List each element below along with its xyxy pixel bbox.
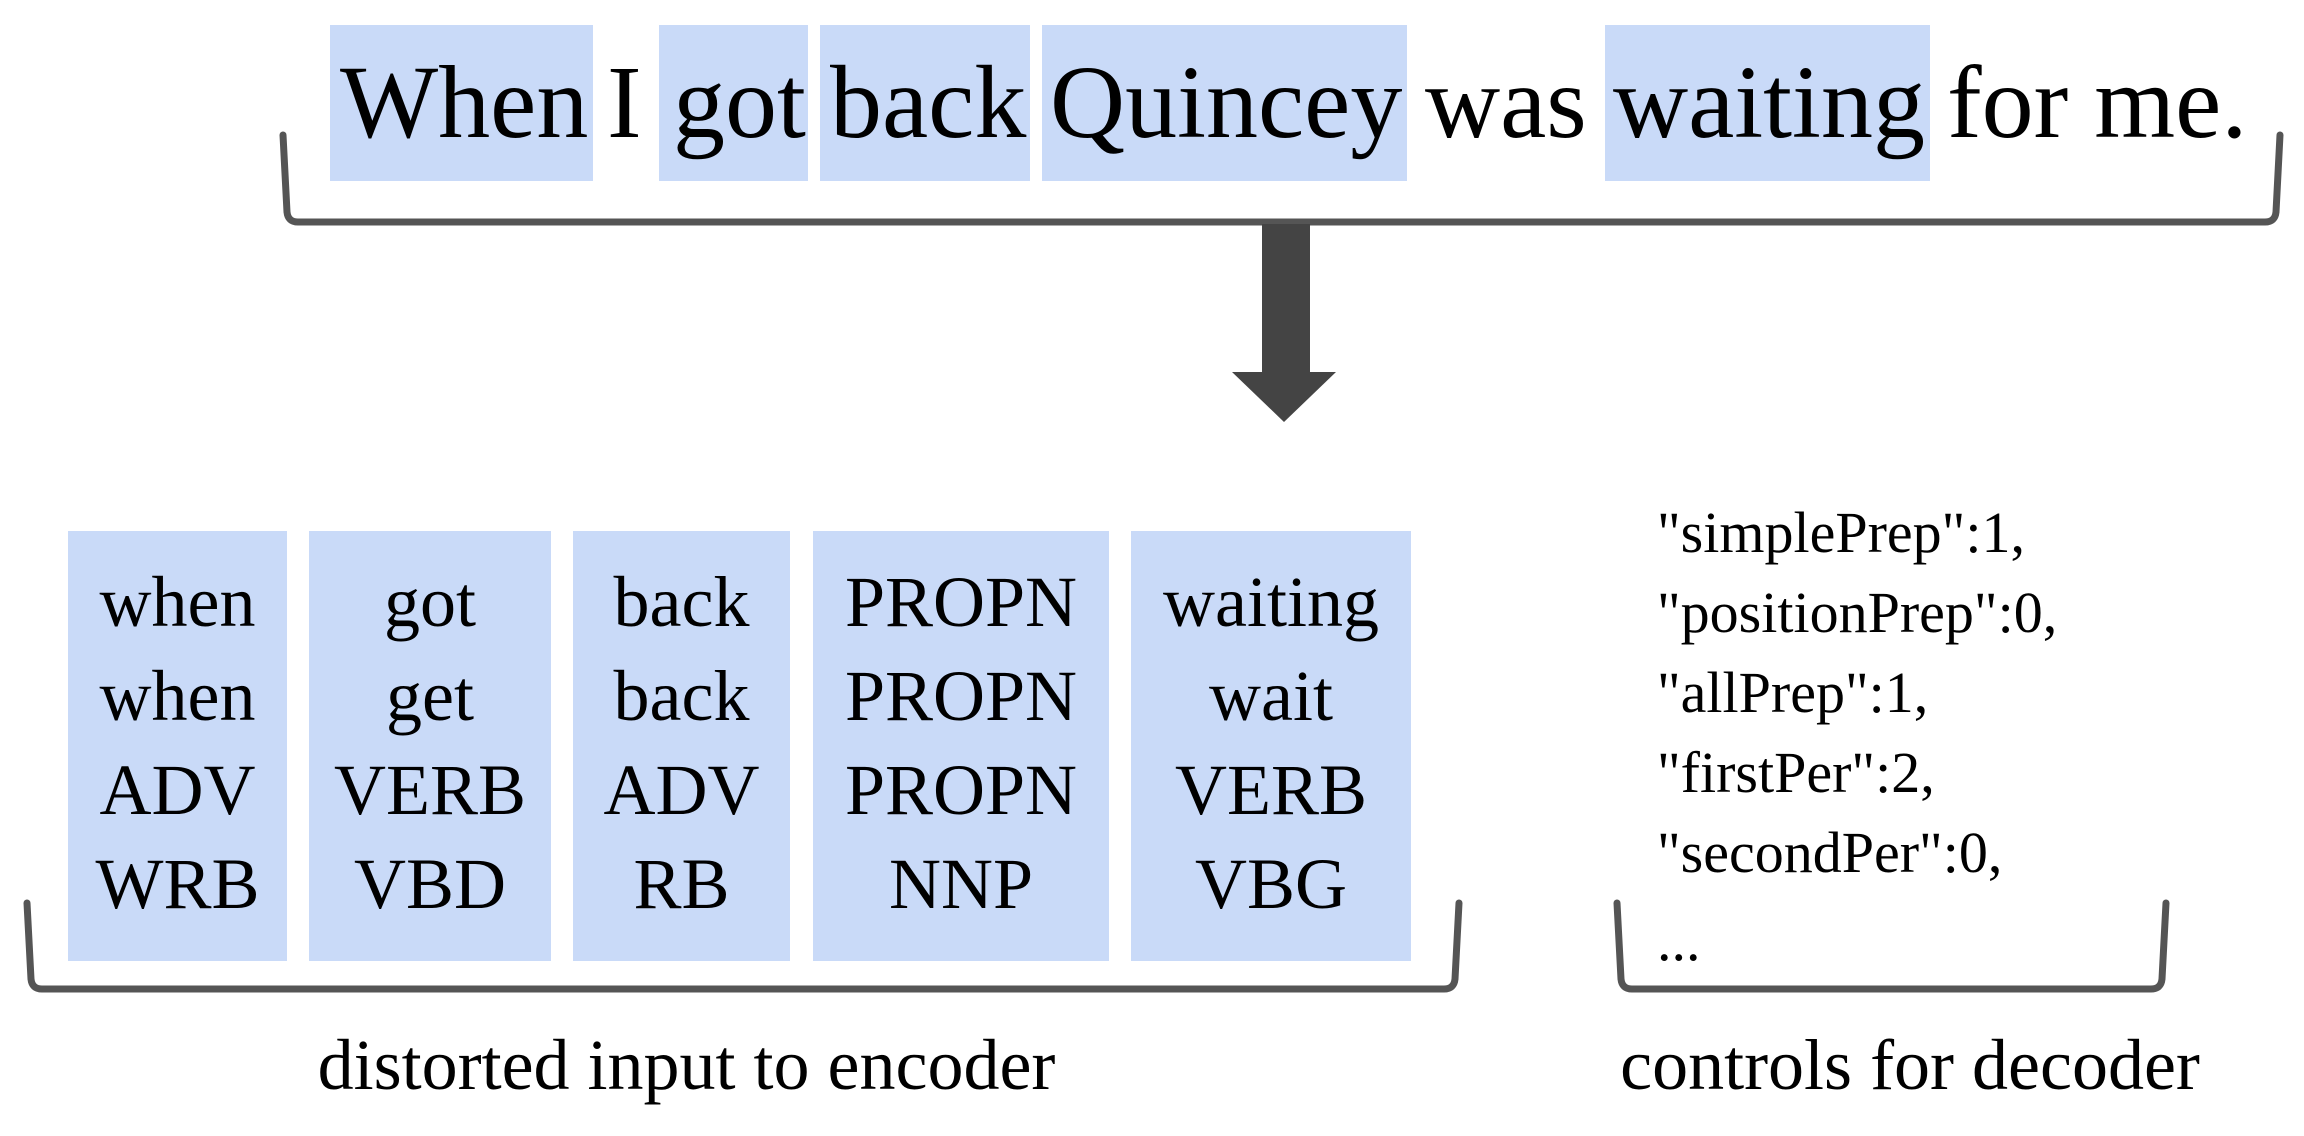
caption-encoder: distorted input to encoder	[317, 1025, 1056, 1105]
control-second-per: "secondPer":0,	[1657, 820, 2003, 885]
column-cell-lemma: when	[99, 656, 256, 736]
column-cell-upos: VERB	[1174, 750, 1368, 830]
highlight-back	[820, 25, 1030, 181]
top-bracket	[279, 131, 2284, 226]
caption-decoder: controls for decoder	[1620, 1025, 2200, 1105]
token-back: back	[830, 45, 1027, 160]
token-for-me: for me.	[1947, 45, 2248, 160]
control-position-prep: "positionPrep":0,	[1657, 580, 2058, 645]
token-column-when: when when ADV WRB	[68, 531, 287, 961]
column-cell-upos: ADV	[99, 750, 256, 830]
token-column-waiting: waiting wait VERB VBG	[1131, 531, 1411, 961]
column-cell-word: PROPN	[844, 562, 1078, 642]
highlight-got	[659, 25, 808, 181]
column-cell-word: when	[99, 562, 256, 642]
column-cell-upos: PROPN	[844, 750, 1078, 830]
encoder-bracket	[23, 899, 1463, 993]
column-cell-xpos: NNP	[888, 844, 1034, 924]
token-column-got: got get VERB VBD	[309, 531, 551, 961]
column-cell-lemma: get	[386, 656, 474, 736]
control-simple-prep: "simplePrep":1,	[1657, 500, 2025, 565]
token-was: was	[1425, 45, 1587, 160]
column-cell-upos: VERB	[333, 750, 527, 830]
decoder-bracket	[1613, 899, 2170, 993]
control-all-prep: "allPrep":1,	[1657, 660, 1929, 725]
column-cell-word: got	[383, 562, 476, 642]
control-ellipsis: ...	[1657, 908, 1701, 973]
token-got: got	[673, 45, 806, 160]
highlight-quincey	[1042, 25, 1407, 181]
column-cell-lemma: back	[613, 656, 750, 736]
token-when: When	[340, 45, 589, 160]
control-first-per: "firstPer":2,	[1657, 740, 1935, 805]
column-cell-xpos: VBD	[353, 844, 506, 924]
column-cell-lemma: wait	[1209, 656, 1333, 736]
column-cell-lemma: PROPN	[844, 656, 1078, 736]
token-i: I	[607, 45, 642, 160]
token-column-quincey: PROPN PROPN PROPN NNP	[813, 531, 1109, 961]
column-cell-upos: ADV	[603, 750, 760, 830]
highlight-waiting	[1605, 25, 1930, 181]
token-quincey: Quincey	[1050, 45, 1403, 160]
column-cell-xpos: WRB	[95, 844, 260, 924]
highlight-when	[330, 25, 593, 181]
column-cell-xpos: VBG	[1194, 844, 1347, 924]
down-arrow-icon	[1232, 224, 1336, 422]
token-waiting: waiting	[1613, 45, 1925, 160]
column-cell-xpos: RB	[633, 844, 730, 924]
column-cell-word: waiting	[1163, 562, 1379, 642]
column-cell-word: back	[613, 562, 750, 642]
token-column-back: back back ADV RB	[573, 531, 790, 961]
